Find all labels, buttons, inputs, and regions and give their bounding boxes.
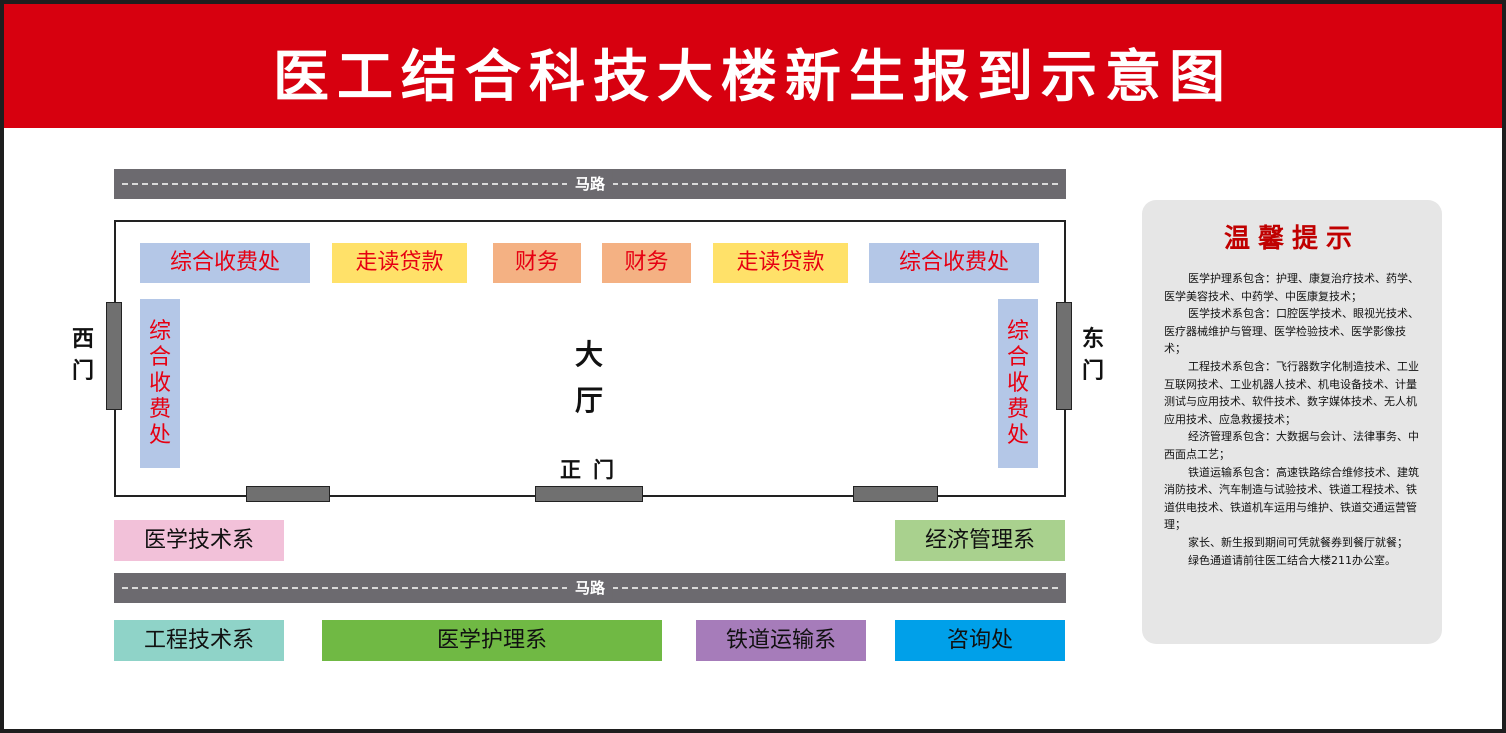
booth-loan-left: 走读贷款 bbox=[332, 243, 467, 283]
hall-label-char: 厅 bbox=[574, 384, 603, 417]
booth-finance-right: 财务 bbox=[602, 243, 691, 283]
booth-fee-east-side: 综 合 收 费 处 bbox=[998, 299, 1038, 468]
booth-fee-east-char: 费 bbox=[1006, 396, 1029, 422]
dept-economic-management: 经济管理系 bbox=[895, 520, 1065, 561]
road-bottom-label: 马路 bbox=[566, 573, 614, 603]
booth-fee-left: 综合收费处 bbox=[140, 243, 310, 283]
tips-title: 温馨提示 bbox=[1223, 224, 1360, 254]
booth-finance-right-label: 财务 bbox=[624, 250, 669, 275]
booth-fee-west-side: 综 合 收 费 处 bbox=[140, 299, 180, 468]
consulting-office-label: 咨询处 bbox=[946, 628, 1013, 653]
booth-fee-east-char: 合 bbox=[1006, 344, 1029, 370]
west-gate-char: 门 bbox=[71, 359, 94, 384]
dept-railway-transport-label: 铁道运输系 bbox=[725, 628, 836, 653]
booth-finance-left: 财务 bbox=[493, 243, 581, 283]
booth-fee-east-char: 收 bbox=[1006, 370, 1029, 396]
road-top-label: 马路 bbox=[566, 169, 614, 199]
east-door bbox=[1056, 302, 1072, 410]
west-gate-char: 西 bbox=[71, 327, 94, 352]
dept-engineering-technology: 工程技术系 bbox=[114, 620, 284, 661]
hall-label-char: 大 bbox=[574, 338, 603, 371]
booth-fee-west-char: 费 bbox=[148, 396, 171, 422]
booth-loan-right: 走读贷款 bbox=[713, 243, 848, 283]
road-top: 马路 bbox=[114, 169, 1066, 199]
east-gate-label: 东 门 bbox=[1080, 324, 1106, 388]
tips-paragraph: 经济管理系包含：大数据与会计、法律事务、中西面点工艺； bbox=[1164, 430, 1419, 461]
tips-body: 医学护理系包含：护理、康复治疗技术、药学、医学美容技术、中药学、中医康复技术； … bbox=[1164, 270, 1420, 569]
tips-paragraph: 绿色通道请前往医工结合大楼211办公室。 bbox=[1188, 553, 1396, 567]
booth-fee-west-char: 合 bbox=[148, 344, 171, 370]
dept-medical-technology: 医学技术系 bbox=[114, 520, 284, 561]
booth-fee-west-char: 处 bbox=[148, 422, 171, 448]
west-gate-label: 西 门 bbox=[70, 324, 96, 388]
tips-paragraph: 工程技术系包含：飞行器数字化制造技术、工业互联网技术、工业机器人技术、机电设备技… bbox=[1164, 359, 1419, 426]
booth-fee-west-char: 综 bbox=[148, 318, 171, 344]
main-gate-label: 正门 bbox=[560, 458, 626, 482]
header-banner: 医工结合科技大楼新生报到示意图 bbox=[4, 4, 1502, 128]
booth-fee-right-label: 综合收费处 bbox=[898, 250, 1009, 275]
dept-medical-nursing-label: 医学护理系 bbox=[436, 628, 547, 653]
road-bottom: 马路 bbox=[114, 573, 1066, 603]
booth-fee-east-char: 综 bbox=[1006, 318, 1029, 344]
tips-paragraph: 医学护理系包含：护理、康复治疗技术、药学、医学美容技术、中药学、中医康复技术； bbox=[1164, 272, 1419, 303]
booth-loan-right-label: 走读贷款 bbox=[736, 250, 825, 275]
tips-paragraph: 铁道运输系包含：高速铁路综合维修技术、建筑消防技术、汽车制造与试验技术、铁道工程… bbox=[1164, 465, 1419, 532]
south-door-east bbox=[853, 486, 938, 502]
tips-panel: 温馨提示 医学护理系包含：护理、康复治疗技术、药学、医学美容技术、中药学、中医康… bbox=[1142, 200, 1442, 644]
dept-railway-transport: 铁道运输系 bbox=[696, 620, 866, 661]
dept-medical-nursing: 医学护理系 bbox=[322, 620, 662, 661]
consulting-office: 咨询处 bbox=[895, 620, 1065, 661]
poster: 医工结合科技大楼新生报到示意图 马路 综合收费处 走读贷款 财务 财务 走读贷款… bbox=[4, 4, 1502, 729]
dept-economic-management-label: 经济管理系 bbox=[924, 528, 1035, 553]
main-gate-door bbox=[535, 486, 643, 502]
east-gate-char: 门 bbox=[1081, 359, 1104, 384]
booth-fee-east-char: 处 bbox=[1006, 422, 1029, 448]
west-door bbox=[106, 302, 122, 410]
tips-paragraph: 家长、新生报到期间可凭就餐券到餐厅就餐； bbox=[1188, 535, 1408, 549]
booth-finance-left-label: 财务 bbox=[514, 250, 559, 275]
poster-title: 医工结合科技大楼新生报到示意图 bbox=[273, 45, 1233, 110]
south-door-west bbox=[246, 486, 330, 502]
booth-fee-west-char: 收 bbox=[148, 370, 171, 396]
booth-fee-left-label: 综合收费处 bbox=[169, 250, 280, 275]
east-gate-char: 东 bbox=[1081, 327, 1104, 352]
booth-loan-left-label: 走读贷款 bbox=[355, 250, 444, 275]
hall-label: 大 厅 bbox=[574, 332, 604, 424]
booth-fee-right: 综合收费处 bbox=[869, 243, 1039, 283]
dept-engineering-technology-label: 工程技术系 bbox=[143, 628, 254, 653]
dept-medical-technology-label: 医学技术系 bbox=[143, 528, 254, 553]
tips-paragraph: 医学技术系包含：口腔医学技术、眼视光技术、医疗器械维护与管理、医学检验技术、医学… bbox=[1164, 307, 1419, 356]
